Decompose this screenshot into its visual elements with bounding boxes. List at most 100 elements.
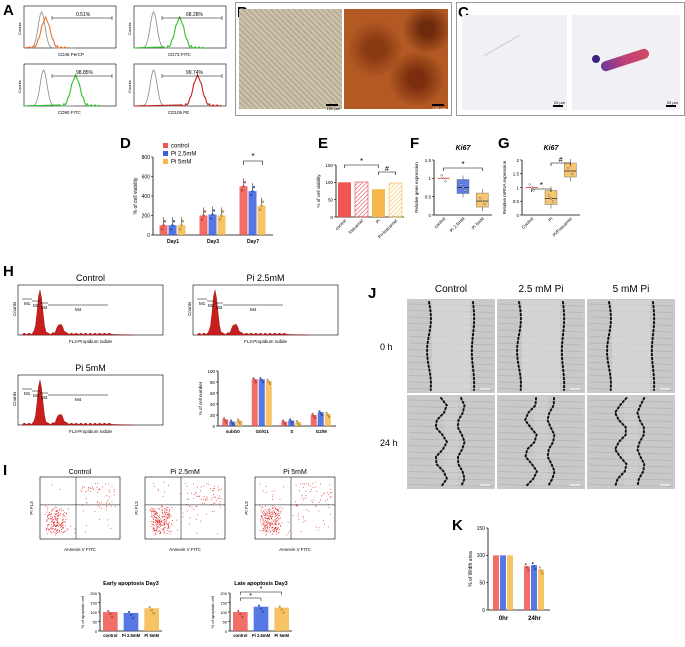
event-dot: [58, 523, 60, 525]
event-dot: [153, 511, 155, 512]
event-dot: [287, 532, 289, 534]
y-axis-label: Relative mRNA expression: [502, 160, 507, 214]
event-dot: [154, 513, 156, 514]
event-dot: [264, 513, 266, 514]
data-point: [258, 604, 261, 607]
event-dot: [58, 515, 60, 517]
event-dot: [199, 495, 201, 497]
event-dot: [197, 514, 199, 516]
event-dot: [268, 518, 269, 519]
data-point: [311, 413, 314, 416]
data-point: [283, 421, 286, 424]
event-dot: [168, 515, 170, 517]
event-dot: [278, 529, 280, 530]
event-dot: [55, 528, 57, 530]
event-dot: [166, 511, 167, 513]
event-dot: [50, 530, 51, 532]
event-dot: [302, 483, 304, 485]
event-dot: [47, 514, 49, 516]
event-dot: [161, 511, 163, 513]
marker-label: M1: [24, 391, 31, 396]
event-dot: [259, 483, 261, 485]
event-dot: [89, 491, 91, 492]
data-point: [237, 418, 240, 421]
event-dot: [64, 522, 66, 523]
y-tick-label: 50: [223, 619, 228, 624]
data-point: [267, 380, 270, 383]
event-dot: [220, 488, 222, 490]
event-dot: [51, 510, 53, 512]
marker-label: M2: [33, 303, 40, 308]
x-tick-label: Day1: [167, 239, 179, 245]
cell-texture: [408, 458, 494, 461]
event-dot: [267, 522, 269, 524]
event-dot: [276, 518, 277, 519]
event-dot: [166, 522, 168, 524]
event-dot: [264, 518, 266, 519]
wound-edge-left: [426, 301, 432, 391]
event-dot: [45, 505, 46, 507]
y-tick-label: 150: [325, 163, 333, 168]
bar: [538, 569, 544, 610]
event-dot: [48, 523, 50, 525]
event-dot: [61, 527, 63, 529]
dotplot-title: Pi 5mM: [283, 469, 307, 476]
dotplot-x-label: Annexin V FITC: [279, 547, 312, 552]
event-dot: [271, 505, 273, 507]
data-point: [221, 210, 225, 213]
event-dot: [267, 526, 269, 527]
event-dot: [265, 505, 266, 507]
event-dot: [164, 524, 166, 526]
histogram-y-label: Counts: [17, 80, 22, 93]
data-point: [241, 616, 244, 619]
event-dot: [264, 525, 266, 527]
event-dot: [219, 495, 220, 497]
event-dot: [264, 526, 266, 528]
event-dot: [305, 508, 307, 510]
event-dot: [56, 521, 58, 523]
event-dot: [154, 519, 156, 521]
event-dot: [156, 521, 158, 522]
event-dot: [274, 514, 276, 516]
event-dot: [269, 511, 271, 513]
event-dot: [161, 521, 162, 523]
event-dot: [105, 502, 107, 504]
data-point: [239, 613, 242, 616]
event-dot: [268, 528, 270, 530]
significance-bracket: [240, 597, 262, 601]
event-dot: [168, 513, 170, 515]
event-dot: [56, 523, 58, 525]
event-dot: [99, 519, 100, 520]
event-dot: [266, 512, 268, 514]
event-dot: [327, 504, 329, 505]
bar: [324, 413, 331, 426]
event-dot: [185, 483, 186, 485]
event-dot: [94, 511, 96, 513]
marker-label: M3: [41, 305, 48, 310]
event-dot: [156, 513, 158, 514]
event-dot: [204, 499, 206, 501]
marker-label: M4: [75, 307, 82, 312]
flow-y-label: Counts: [12, 391, 17, 406]
event-dot: [57, 515, 58, 517]
event-dot: [186, 499, 188, 500]
cell-texture: [498, 419, 584, 422]
event-dot: [169, 508, 170, 510]
bar: [144, 608, 159, 631]
bar: [233, 612, 248, 631]
event-dot: [155, 530, 156, 531]
event-dot: [271, 522, 273, 524]
event-dot: [269, 512, 271, 514]
event-dot: [151, 515, 153, 517]
event-dot: [265, 515, 266, 516]
cell-texture: [498, 477, 584, 481]
histogram-axis-label: CD45 PerCP: [58, 52, 84, 57]
event-dot: [167, 527, 169, 529]
event-dot: [160, 521, 162, 523]
event-dot: [276, 528, 278, 529]
event-dot: [161, 520, 163, 521]
wound-edge-right: [470, 301, 476, 391]
event-dot: [55, 525, 56, 527]
event-dot: [54, 518, 56, 520]
flow-title: Pi 5mM: [75, 363, 106, 373]
